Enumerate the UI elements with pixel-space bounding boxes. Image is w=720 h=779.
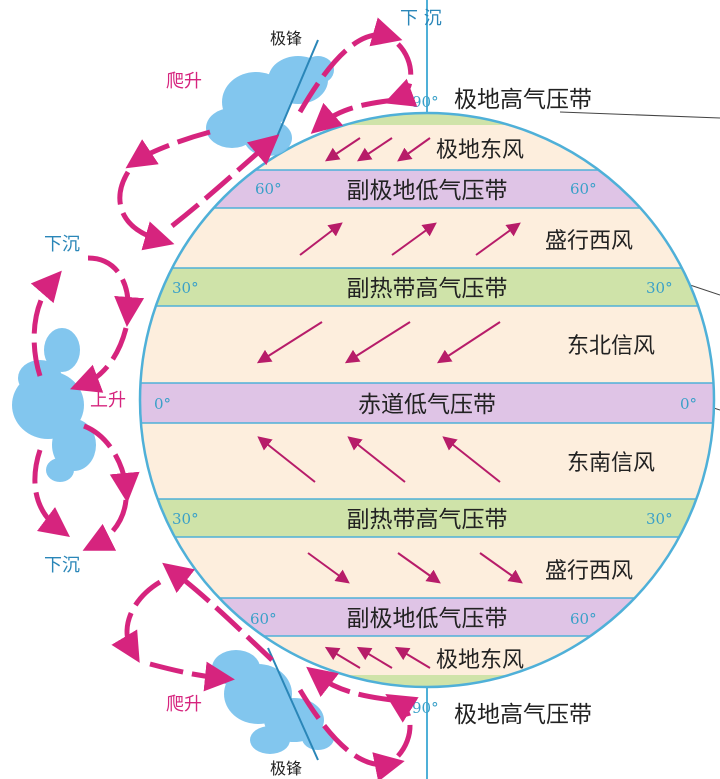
label-subpolar-low-n: 副极地低气压带 bbox=[347, 178, 508, 204]
arrow-ferrel-inner-s bbox=[162, 562, 274, 662]
pointer-line-polar-high bbox=[559, 111, 720, 119]
wind-arrow-ne-trade-1 bbox=[256, 321, 323, 364]
arrow-hadley-left-n bbox=[30, 270, 62, 377]
wind-arrow-se-trade-2 bbox=[347, 436, 406, 483]
wind-arrow-ne-trade-3 bbox=[436, 321, 501, 364]
band-equatorial-low bbox=[140, 382, 714, 424]
lat-30s-left: 30° bbox=[172, 510, 199, 528]
label-subtropical-high-s: 副热带高气压带 bbox=[347, 507, 508, 533]
arrow-hadley-right-n bbox=[69, 327, 129, 393]
wind-arrow-se-trade-3 bbox=[442, 436, 501, 483]
arrow-ferrel-left-s bbox=[111, 579, 162, 663]
arrow-ferrel-inner-n bbox=[170, 134, 280, 228]
label-westerly-s: 盛行西风 bbox=[545, 559, 633, 584]
wind-arrow-polar-s-3 bbox=[394, 646, 431, 669]
lat-0-left: 0° bbox=[154, 395, 171, 413]
arrow-polar-cell-bottom-s bbox=[297, 688, 405, 779]
arrow-polar-cell-right-n bbox=[383, 42, 418, 107]
lat-90s: 90° bbox=[412, 699, 439, 717]
globe-outline bbox=[138, 111, 716, 689]
arrow-polar-cell-right-s bbox=[385, 694, 419, 758]
lat-30s-right: 30° bbox=[646, 510, 673, 528]
lat-60s-left: 60° bbox=[250, 610, 277, 628]
arrow-polar-cell-bottom-n bbox=[310, 97, 396, 134]
wind-arrow-westerly-n-3 bbox=[475, 222, 521, 256]
band-subtropical-high-s bbox=[140, 498, 714, 538]
band-subtropical-high-n bbox=[140, 267, 714, 307]
label-polar-easterly-n: 极地东风 bbox=[436, 138, 524, 163]
label-equatorial-low: 赤道低气压带 bbox=[358, 392, 496, 418]
wind-arrows bbox=[256, 137, 523, 669]
wind-arrow-westerly-n-2 bbox=[391, 222, 437, 256]
label-climb-n: 爬升 bbox=[166, 71, 202, 92]
label-polar-high-s: 极地高气压带 bbox=[454, 702, 592, 728]
wind-arrow-polar-n-2 bbox=[357, 137, 393, 162]
lat-30n-right: 30° bbox=[646, 279, 673, 297]
label-ne-trade: 东北信风 bbox=[567, 334, 655, 359]
label-se-trade: 东南信风 bbox=[567, 451, 655, 476]
wind-arrow-westerly-s-1 bbox=[307, 552, 350, 584]
arrow-hadley-bottom-s bbox=[82, 499, 129, 551]
lat-30n-left: 30° bbox=[172, 279, 199, 297]
label-rise-eq: 上升 bbox=[90, 390, 126, 411]
label-sink-30n: 下沉 bbox=[44, 234, 80, 255]
label-westerly-n: 盛行西风 bbox=[545, 229, 633, 254]
lat-90n: 90° bbox=[412, 93, 439, 111]
lat-60s-right: 60° bbox=[570, 610, 597, 628]
label-top-sink: 下 沉 bbox=[400, 8, 442, 29]
arrow-ferrel-bottom-s bbox=[149, 661, 235, 692]
arrow-hadley-top-n bbox=[87, 255, 145, 327]
label-sink-30s: 下沉 bbox=[44, 555, 80, 576]
wind-arrow-westerly-n-1 bbox=[299, 222, 343, 256]
label-subtropical-high-n: 副热带高气压带 bbox=[347, 276, 508, 302]
lat-60n-left: 60° bbox=[255, 180, 282, 198]
label-front-s: 极锋 bbox=[270, 759, 302, 778]
wind-arrow-westerly-s-3 bbox=[479, 552, 523, 584]
wind-arrow-polar-n-3 bbox=[397, 137, 431, 162]
arrow-ferrel-left-n bbox=[117, 170, 175, 251]
arrow-ferrel-top-n bbox=[125, 129, 211, 169]
wind-arrow-se-trade-1 bbox=[257, 436, 316, 483]
polar-front-line-s bbox=[267, 647, 319, 761]
cloud-south-icon bbox=[212, 650, 334, 754]
lat-0-right: 0° bbox=[680, 395, 697, 413]
cloud-north-icon bbox=[206, 56, 334, 156]
arrow-hadley-left-s bbox=[32, 449, 70, 538]
cloud-equator-icon bbox=[12, 328, 96, 482]
label-polar-high-n: 极地高气压带 bbox=[454, 87, 592, 113]
label-subpolar-low-s: 副极地低气压带 bbox=[347, 606, 508, 632]
pointer-line-30n bbox=[689, 284, 720, 296]
wind-arrow-polar-s-1 bbox=[324, 646, 361, 669]
clouds bbox=[12, 56, 334, 754]
wind-arrow-polar-s-2 bbox=[356, 646, 393, 669]
wind-arrow-polar-n-1 bbox=[325, 137, 361, 162]
label-front-n: 极锋 bbox=[270, 29, 302, 48]
circulation-arrows bbox=[30, 17, 419, 779]
arrow-hadley-right-s bbox=[82, 423, 140, 503]
label-polar-easterly-s: 极地东风 bbox=[436, 648, 524, 673]
lat-60n-right: 60° bbox=[570, 180, 597, 198]
arrow-polar-cell-top-n bbox=[297, 17, 403, 114]
wind-arrow-westerly-s-2 bbox=[397, 552, 441, 584]
wind-arrow-ne-trade-2 bbox=[344, 321, 411, 364]
label-climb-s: 爬升 bbox=[166, 694, 202, 715]
arrow-polar-cell-top-s bbox=[306, 666, 393, 703]
